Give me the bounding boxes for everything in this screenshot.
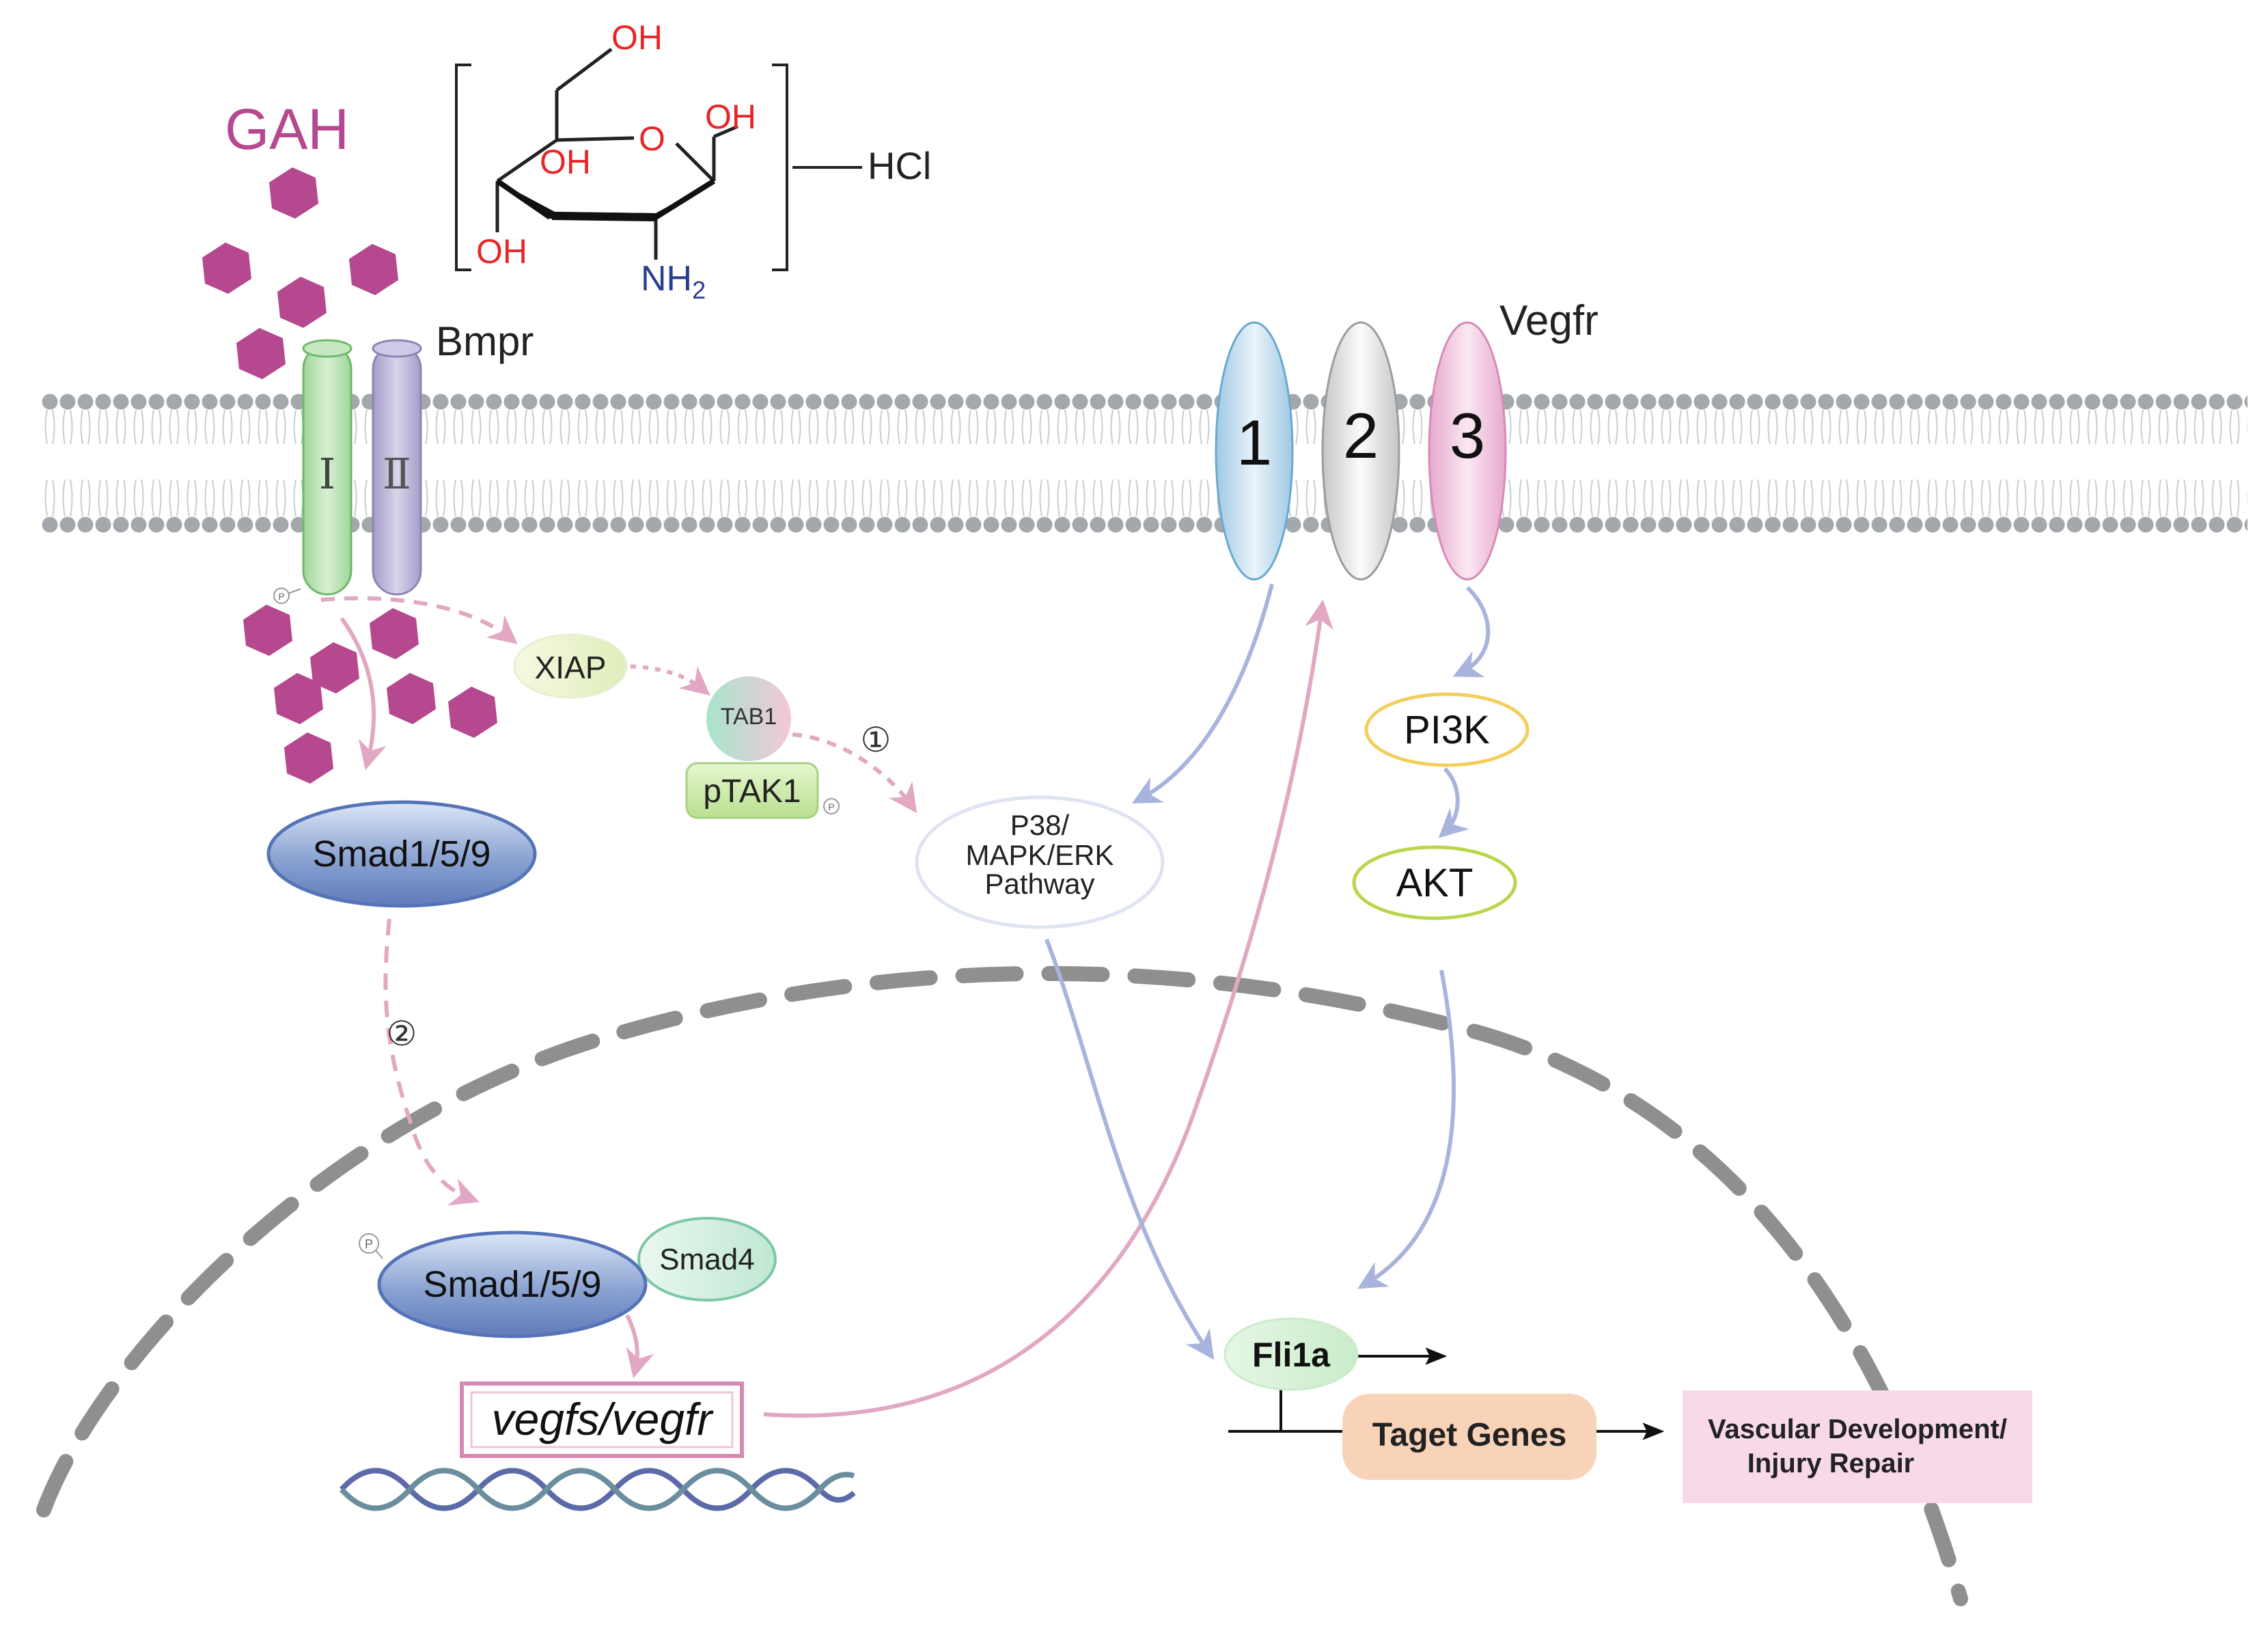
gah-molecule [310, 642, 359, 693]
gene-label: vegfs/vegfr [492, 1394, 715, 1444]
xiap-node: XIAP [513, 633, 628, 699]
gah-molecule [284, 732, 333, 784]
svg-text:P: P [365, 1237, 373, 1251]
hcl-label: HCl [868, 144, 931, 187]
pi3k-label: PI3K [1404, 708, 1490, 752]
right-bracket [772, 64, 788, 271]
bmpr-type2-label: Ⅱ [383, 452, 411, 498]
smad-nucleus-node [377, 1230, 648, 1338]
smad-nucleus-complex: Smad4 Smad1/5/9 P [359, 1217, 777, 1338]
smad4-node [637, 1217, 777, 1302]
bmpr-receptor: Ⅰ Ⅱ Bmpr P [273, 318, 534, 604]
arrow-bmpr-smad [340, 617, 387, 771]
gah-molecule [269, 167, 318, 219]
bmpr-label: Bmpr [436, 318, 534, 364]
arrow-smad-nucleus [383, 918, 480, 1206]
bmpr-type1-label: Ⅰ [319, 452, 336, 498]
arrow-gene-vegfr [763, 599, 1333, 1418]
gah-molecule [243, 605, 292, 656]
phospho-ptak1 [823, 798, 840, 814]
vegfr-label: Vegfr [1499, 297, 1599, 344]
black-arrows [1228, 1347, 1665, 1440]
smad-nucleus-label: Smad1/5/9 [423, 1264, 601, 1305]
gah-molecule [387, 673, 436, 724]
tab1-node: TAB1 [706, 676, 791, 761]
pink-arrows [320, 596, 1333, 1418]
vegfr3 [1428, 321, 1507, 581]
step-1-marker: ① [861, 721, 891, 759]
atom-nh2: NH2 [641, 259, 706, 304]
atom-oh-top: OH [611, 18, 663, 57]
ptak1-node: pTAK1 P [685, 762, 840, 819]
mapk-label-line1: P38/ [1010, 809, 1070, 841]
gene-box: vegfs/vegfr [460, 1381, 744, 1458]
target-genes-label: Taget Genes [1372, 1417, 1567, 1453]
smad-cytoplasm-node: Smad1/5/9 [266, 800, 537, 908]
xiap-label: XIAP [535, 650, 607, 685]
outcome-node: Vascular Development/ Injury Repair [1683, 1390, 2032, 1503]
smad4-label: Smad4 [659, 1243, 754, 1276]
gah-molecule [274, 673, 323, 724]
arrow-mapk-fli1a [1045, 938, 1215, 1360]
arrow-smad-gene [625, 1314, 654, 1379]
atom-oh-right: OH [705, 98, 756, 136]
gah-molecule [349, 244, 398, 295]
mapk-label-line3: Pathway [984, 868, 1094, 900]
gah-molecule [448, 687, 497, 738]
arrow-xiap-tab1 [618, 664, 710, 696]
glucosamine-structure: OH O OH OH OH NH2 HCl [455, 18, 931, 304]
dna-helix [340, 1468, 856, 1511]
smad-cytoplasm-label: Smad1/5/9 [312, 834, 490, 875]
pi3k-node: PI3K [1364, 692, 1530, 767]
atom-o-ring: O [639, 120, 665, 158]
akt-label: AKT [1396, 861, 1474, 905]
fli1a-label: Fli1a [1252, 1336, 1331, 1374]
target-genes-node: Taget Genes [1342, 1394, 1596, 1480]
gah-molecule [236, 328, 286, 379]
vegfr2-label: 2 [1343, 400, 1379, 471]
ptak1-label: pTAK1 [703, 773, 801, 810]
outcome-line2: Injury Repair [1747, 1448, 1915, 1478]
mapk-label-line2: MAPK/ERK [965, 839, 1114, 871]
atom-oh-middle: OH [540, 143, 591, 181]
arrow-pi3k-akt [1438, 767, 1469, 838]
step-2-marker: ② [387, 1015, 417, 1053]
phospho-bmpr [273, 588, 290, 604]
svg-text:P: P [828, 801, 834, 812]
vegfr1-label: 1 [1236, 407, 1272, 478]
vegfr-receptor: 1 2 3 Vegfr [1215, 297, 1599, 581]
vegfr2 [1321, 321, 1400, 581]
arrow-bmpr-xiap [320, 596, 518, 644]
vegfr1 [1215, 321, 1294, 581]
arrow-tab1-mapk [792, 732, 917, 814]
mapk-node: P38/ MAPK/ERK Pathway [915, 795, 1165, 929]
gah-molecule [202, 243, 251, 294]
arrow-vegfr-mapk [1131, 583, 1274, 803]
gah-molecule [277, 277, 327, 328]
outcome-line1: Vascular Development/ [1708, 1414, 2007, 1444]
arrow-akt-fli1a [1357, 969, 1456, 1289]
gah-molecules [202, 167, 497, 784]
gah-label: GAH [225, 97, 349, 161]
tab1-label: TAB1 [721, 704, 777, 730]
left-bracket [455, 64, 471, 271]
atom-oh-left: OH [476, 232, 527, 271]
arrow-vegfr-pi3k [1452, 586, 1491, 678]
gah-molecule [370, 608, 419, 659]
akt-node: AKT [1352, 845, 1517, 920]
fli1a-node: Fli1a [1223, 1317, 1359, 1391]
nuclear-envelope [36, 965, 1968, 1606]
vegfr3-label: 3 [1450, 400, 1485, 471]
phospho-smad [359, 1233, 379, 1254]
blue-arrows [1045, 583, 1491, 1360]
svg-text:P: P [278, 591, 284, 602]
